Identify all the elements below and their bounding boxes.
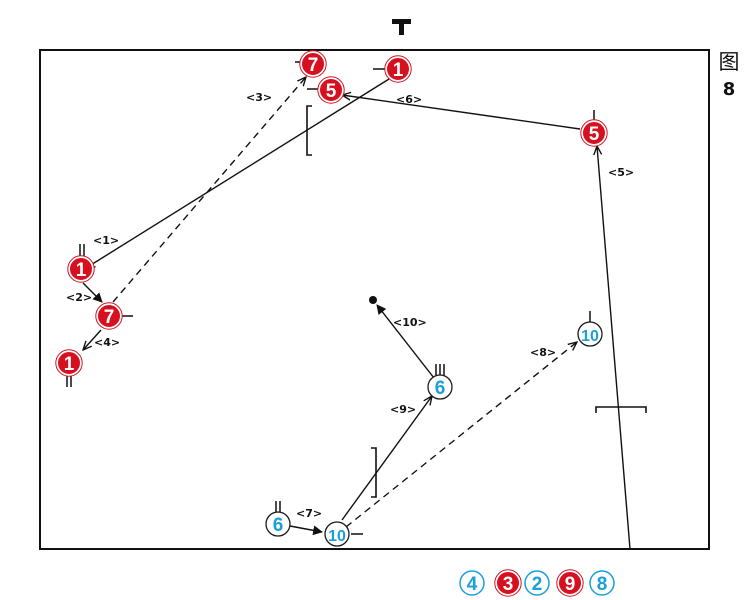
player-p1-bottom: 1	[55, 349, 83, 377]
basket-t-marker	[392, 19, 411, 35]
screen-mark-right	[595, 406, 647, 413]
player-p6-mid: 6	[427, 374, 453, 400]
player-number: 5	[589, 124, 600, 145]
step-label-10: <10>	[393, 316, 427, 329]
svg-text:9: 9	[565, 574, 576, 595]
step-label-8: <8>	[530, 346, 556, 359]
player-p1-top: 1	[384, 55, 412, 83]
pass-3	[112, 77, 306, 303]
step-label-4: <4>	[94, 336, 120, 349]
svg-text:2: 2	[532, 574, 543, 595]
move-2	[82, 282, 103, 303]
screen-mark-bottom	[371, 447, 377, 498]
orientation-ticks	[66, 61, 595, 535]
step-label-2: <2>	[66, 291, 92, 304]
player-number: 1	[393, 60, 404, 81]
player-number: 6	[435, 378, 446, 399]
substitute-9: 9	[556, 569, 584, 597]
pass-6	[342, 95, 581, 130]
player-number: 10	[328, 528, 346, 545]
svg-text:8: 8	[597, 574, 608, 595]
player-number: 10	[581, 328, 599, 345]
svg-text:3: 3	[503, 574, 514, 595]
move-10	[376, 304, 435, 379]
step-label-3: <3>	[246, 91, 272, 104]
step-labels: <1> <2> <3> <4> <5> <6> <7> <8> <9> <10>	[66, 91, 634, 520]
move-4	[83, 329, 102, 350]
player-number: 1	[76, 260, 87, 281]
step-label-5: <5>	[608, 166, 634, 179]
substitutes-row: 4 3 2 9 8	[459, 569, 615, 597]
substitute-2: 2	[524, 570, 550, 596]
player-p5-top: 5	[317, 76, 345, 104]
substitute-3: 3	[494, 569, 522, 597]
player-number: 7	[104, 307, 115, 328]
step-label-6: <6>	[396, 93, 422, 106]
court-boundary	[39, 49, 710, 550]
figure-label-char: 图	[718, 50, 740, 74]
step-label-9: <9>	[390, 403, 416, 416]
player-number: 1	[64, 354, 75, 375]
figure-label-number: 8	[722, 79, 736, 100]
player-p1-left: 1	[67, 255, 95, 283]
pass-1	[86, 78, 390, 268]
player-number: 6	[273, 515, 284, 536]
move-5	[597, 146, 631, 550]
svg-text:4: 4	[467, 574, 478, 595]
player-number: 7	[308, 55, 319, 76]
movement-lines	[82, 77, 631, 550]
pass-8	[345, 342, 577, 528]
player-p10-bottom: 10	[324, 521, 350, 547]
player-p5-right: 5	[580, 119, 608, 147]
player-p10-right: 10	[577, 321, 603, 347]
shot-target-dot	[369, 296, 377, 304]
player-p7-left: 7	[95, 302, 123, 330]
player-p7-top: 7	[299, 50, 327, 78]
step-label-7: <7>	[296, 507, 322, 520]
figure-label: 图 8	[714, 48, 744, 104]
player-p6-bottom: 6	[265, 511, 291, 537]
move-9	[341, 396, 432, 521]
substitute-8: 8	[589, 570, 615, 596]
step-label-1: <1>	[93, 234, 119, 247]
move-7	[289, 525, 323, 536]
screen-marks	[306, 105, 647, 498]
player-number: 5	[326, 81, 337, 102]
substitute-4: 4	[459, 570, 485, 596]
